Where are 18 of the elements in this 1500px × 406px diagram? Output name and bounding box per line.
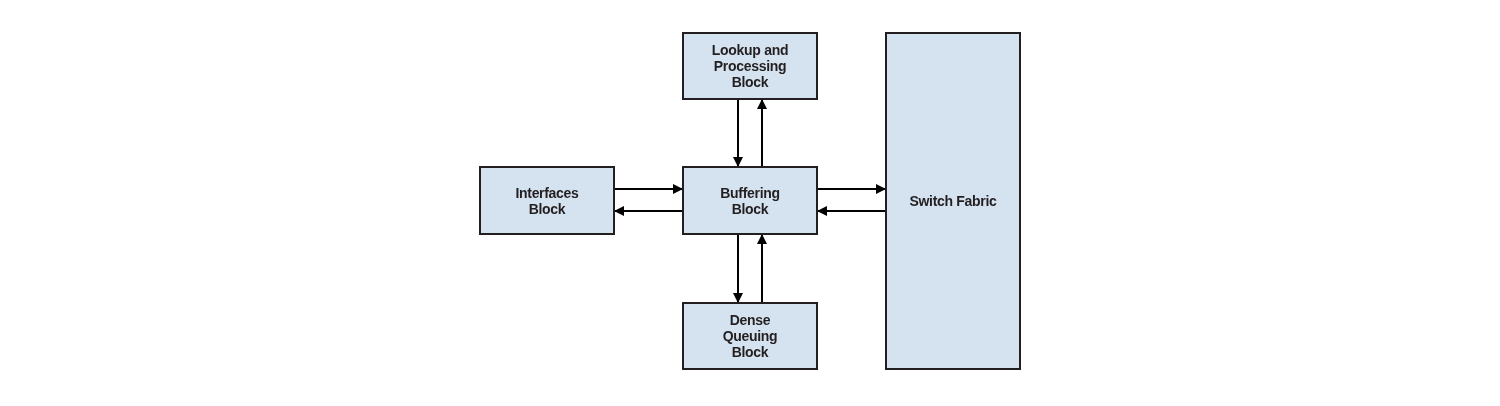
arrow <box>733 234 743 303</box>
box-label: Dense Queuing Block <box>721 312 779 360</box>
arrow <box>757 99 767 167</box>
process-box <box>885 32 1021 370</box>
process-box <box>682 166 818 235</box>
arrow <box>817 206 886 216</box>
process-box <box>479 166 615 235</box>
arrow <box>817 184 886 194</box>
arrow <box>614 206 683 216</box>
box-label: Switch Fabric <box>909 193 997 209</box>
arrow <box>757 234 767 303</box>
arrow <box>614 184 683 194</box>
process-box <box>682 302 818 370</box>
box-label: Buffering Block <box>719 184 781 217</box>
box-label: Interfaces Block <box>514 184 580 217</box>
arrow <box>733 99 743 167</box>
box-label: Lookup and Processing Block <box>710 42 790 90</box>
process-box <box>682 32 818 100</box>
